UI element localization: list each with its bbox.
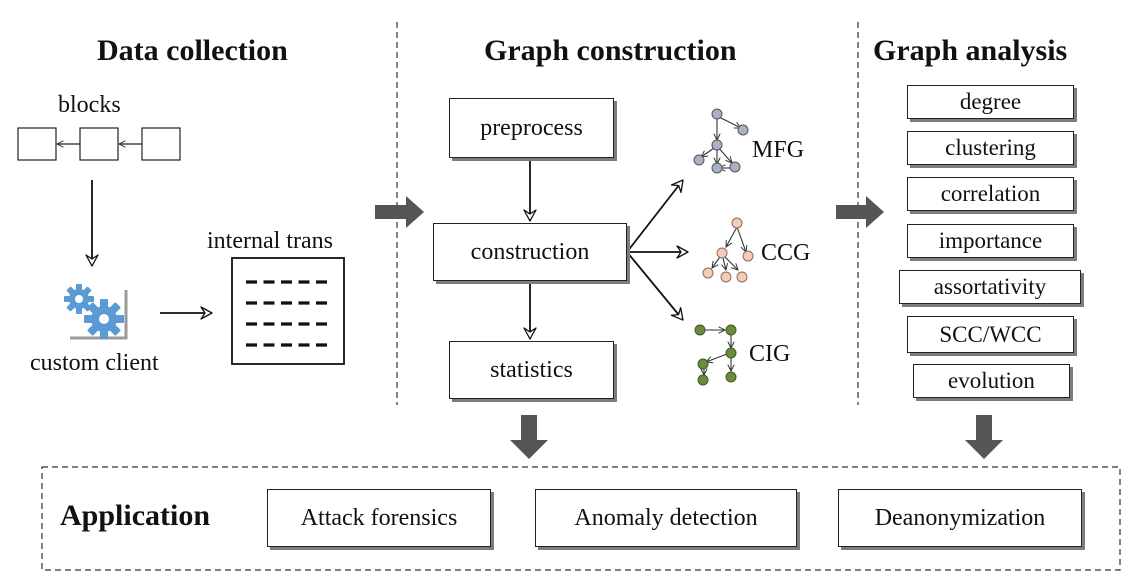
analysis-box-clustering: clustering [907, 131, 1074, 165]
block-1 [17, 127, 57, 161]
section-title-graph-analysis: Graph analysis [873, 34, 1068, 67]
application-box-attack-forensics: Attack forensics [267, 489, 491, 547]
step-box-construction: construction [433, 223, 627, 281]
graph-label-mfg: MFG [752, 137, 805, 163]
arrow-to-mfg [626, 179, 684, 253]
arrow-to-cig [626, 251, 684, 321]
application-frame [41, 466, 1121, 571]
graph-label-ccg: CCG [761, 240, 811, 266]
section-title-graph-construction: Graph construction [484, 34, 737, 67]
application-title: Application [60, 499, 211, 532]
internal-trans-label: internal trans [207, 228, 333, 254]
application-box-deanonymization: Deanonymization [838, 489, 1082, 547]
analysis-box-importance: importance [907, 224, 1074, 258]
blocks-chain [17, 127, 181, 161]
block-arrow-down-construction [510, 415, 548, 459]
analysis-box-evolution: evolution [913, 364, 1070, 398]
analysis-box-scc-wcc: SCC/WCC [907, 316, 1074, 353]
internal-trans-document [231, 257, 345, 365]
step-box-preprocess: preprocess [449, 98, 614, 158]
analysis-box-correlation: correlation [907, 177, 1074, 211]
analysis-box-assortativity: assortativity [899, 270, 1081, 304]
block-3 [141, 127, 181, 161]
block-arrow-to-analysis [836, 196, 884, 228]
custom-client-label: custom client [30, 350, 159, 376]
section-title-data-collection: Data collection [97, 34, 288, 67]
graph-label-cig: CIG [749, 341, 791, 367]
block-arrows [375, 196, 1003, 459]
cig-graph-icon [694, 324, 737, 386]
block-2 [79, 127, 119, 161]
blocks-label: blocks [58, 92, 121, 118]
gears-icon [64, 284, 128, 340]
analysis-box-degree: degree [907, 85, 1074, 119]
ccg-graph-icon [702, 217, 754, 283]
block-arrow-down-analysis [965, 415, 1003, 459]
block-arrow-to-construction [375, 196, 424, 228]
mfg-graph-icon [693, 108, 749, 174]
step-box-statistics: statistics [449, 341, 614, 399]
application-box-anomaly-detection: Anomaly detection [535, 489, 797, 547]
